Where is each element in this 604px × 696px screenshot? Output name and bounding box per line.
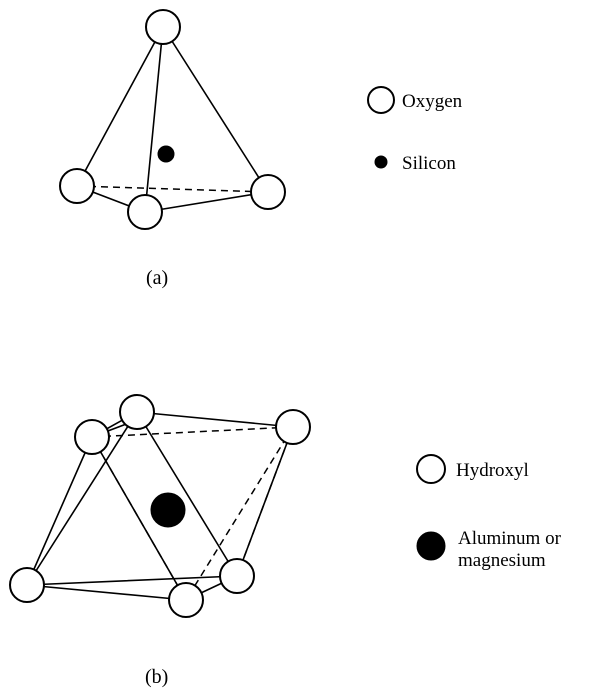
hydroxyl-legend-icon [416, 454, 446, 484]
legend-b: Hydroxyl Aluminum or magnesium [416, 454, 562, 571]
octa-edge [136, 411, 294, 428]
octa-hidden-edge [236, 426, 294, 577]
hydroxyl-atom-upper-left [74, 419, 110, 455]
hydroxyl-atom-bottom [168, 582, 204, 618]
octa-edge [26, 575, 238, 586]
hydroxyl-atom-lower-right [219, 558, 255, 594]
hydroxyl-atom-upper-right [275, 409, 311, 445]
hydroxyl-atom-lower-left [9, 567, 45, 603]
hydroxyl-atom-top [119, 394, 155, 430]
aluminum-magnesium-atom [150, 492, 186, 528]
octa-hidden-edge [185, 426, 294, 601]
octahedral-unit-diagram [9, 394, 311, 618]
aluminum-magnesium-legend-icon [416, 531, 446, 561]
legend-a: Oxygen Silicon [367, 86, 463, 174]
tetra-hidden-edge [76, 185, 269, 193]
tetra-edge [76, 26, 164, 187]
oxygen-legend-icon [367, 86, 395, 114]
oxygen-legend-label: Oxygen [402, 91, 463, 112]
silicon-legend-icon [374, 155, 388, 169]
oxygen-atom-top [145, 9, 181, 45]
caption-b: (b) [145, 666, 168, 688]
silicon-atom [157, 145, 175, 163]
octa-edge [26, 411, 138, 586]
oxygen-atom-front [127, 194, 163, 230]
octa-hidden-edge [91, 436, 187, 601]
octa-edge [26, 584, 187, 601]
tetra-edge [144, 191, 269, 213]
tetra-edge [162, 26, 269, 193]
aluminum-magnesium-legend-label-line1: Aluminum or [458, 528, 562, 549]
caption-a: (a) [146, 267, 168, 289]
octa-edge [136, 411, 238, 577]
silica-tetrahedron-diagram [59, 9, 286, 230]
silicon-legend-label: Silicon [402, 153, 456, 174]
octa-hidden-edge [91, 426, 294, 438]
oxygen-atom-left [59, 168, 95, 204]
tetra-edge [144, 26, 164, 213]
hydroxyl-legend-label: Hydroxyl [456, 460, 529, 481]
oxygen-atom-right [250, 174, 286, 210]
octa-edge [26, 436, 93, 586]
aluminum-magnesium-legend-label-line2: magnesium [458, 550, 546, 571]
